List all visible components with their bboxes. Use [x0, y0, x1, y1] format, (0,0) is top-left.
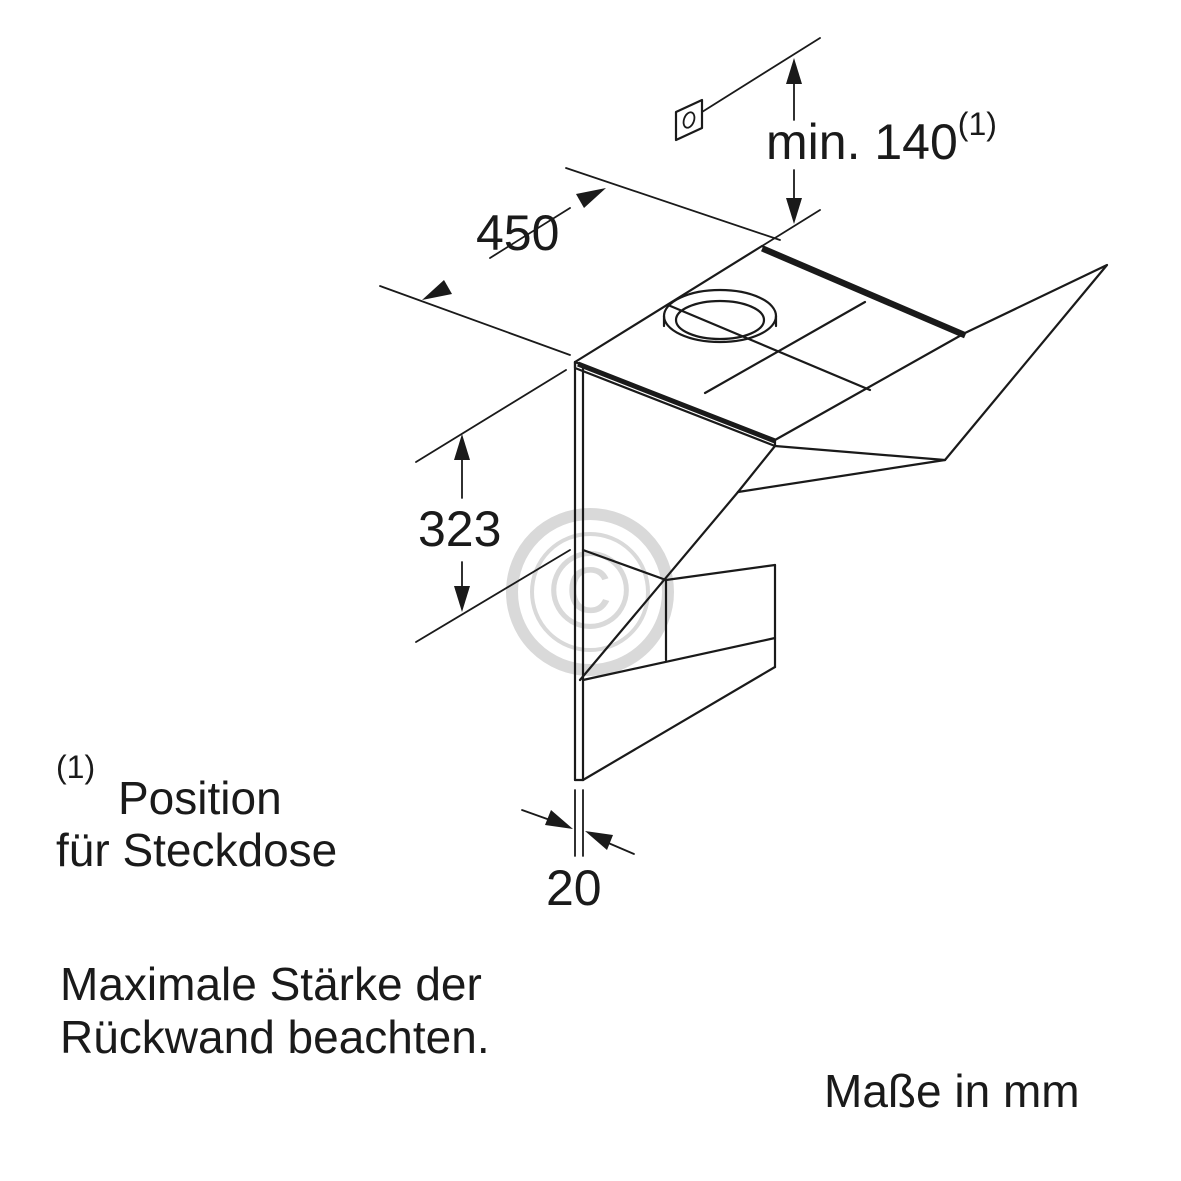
back-wall-note-line-2: Rückwand beachten. — [60, 1011, 490, 1063]
footnote-line-1: Position — [118, 772, 282, 824]
back-wall-note-line-1: Maximale Stärke der — [60, 958, 482, 1010]
dimension-label-323: 323 — [418, 501, 501, 557]
copyright-symbol: © — [549, 529, 630, 652]
footnote: (1) Position für Steckdose — [56, 749, 337, 876]
units-label: Maße in mm — [824, 1065, 1080, 1117]
dimension-450: 450 — [379, 167, 781, 356]
footnote-marker: (1) — [56, 749, 95, 785]
footnote-line-2: für Steckdose — [56, 824, 337, 876]
min-140-footnote-marker: (1) — [958, 106, 997, 142]
dimension-label-20: 20 — [546, 860, 602, 916]
copyright-watermark: © — [506, 508, 674, 676]
socket-icon — [674, 98, 704, 142]
dimension-min-140: min. 140(1) — [701, 37, 997, 247]
dimension-label-450: 450 — [476, 205, 559, 261]
back-wall-note: Maximale Stärke der Rückwand beachten. — [60, 958, 490, 1063]
dimension-20: 20 — [521, 789, 635, 916]
min-140-value: min. 140 — [766, 114, 958, 170]
range-hood-body — [573, 244, 1109, 782]
dimension-label-min-140: min. 140(1) — [766, 106, 997, 170]
dimension-323: 323 — [415, 369, 571, 643]
